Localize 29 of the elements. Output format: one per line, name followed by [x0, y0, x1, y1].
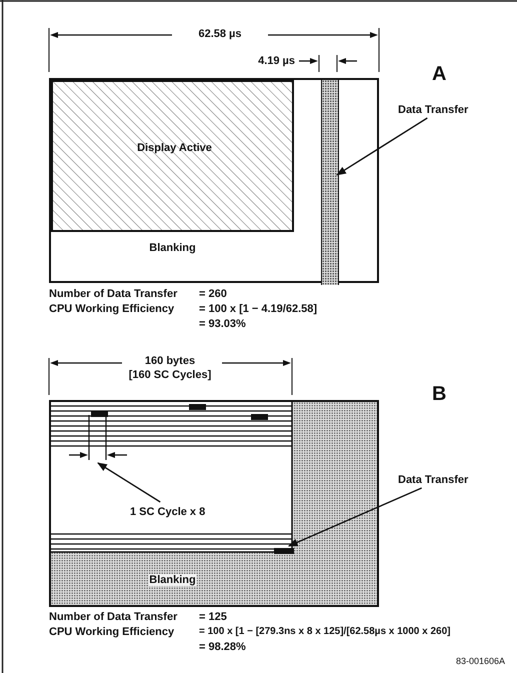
- callout-label: Data Transfer: [398, 104, 468, 116]
- annotation-text: = 260: [199, 288, 227, 302]
- annotation-text: = 100 x [1 − [279.3ns x 8 x 125]/[62.58µs x 1000 x 260]: [199, 626, 450, 638]
- annotation-text: CPU Working Efficiency: [49, 303, 174, 316]
- annotation-text: [160 SC Cycles]: [128, 369, 212, 382]
- annotation-text: = 100 x [1 − 4.19/62.58]: [199, 303, 318, 316]
- transfer-block: [274, 548, 294, 554]
- region-label: Blanking: [148, 242, 197, 254]
- leader-line: [336, 117, 428, 176]
- annotation-text: 83-001606A: [456, 656, 506, 667]
- annotation-text: 160 bytes: [144, 355, 196, 368]
- callout-label: Data Transfer: [398, 474, 468, 486]
- leader-line: [97, 462, 161, 503]
- callout-label: 1 SC Cycle x 8: [130, 506, 206, 518]
- screen-frame: [49, 78, 379, 283]
- annotation-text: Number of Data Transfer: [49, 288, 178, 302]
- transfer-stripe: [321, 80, 339, 285]
- annotation-text: 62.58 µs: [197, 28, 243, 42]
- leader-line: [288, 487, 422, 547]
- annotation-text: = 93.03%: [199, 318, 246, 332]
- annotation-text: 4.19 µs: [257, 55, 295, 68]
- annotation-text: Number of Data Transfer: [49, 611, 178, 624]
- region-label: Blanking: [148, 574, 197, 586]
- annotation-text: CPU Working Efficiency: [49, 626, 174, 640]
- annotation-text: = 125: [199, 611, 227, 624]
- annotation-text: = 98.28%: [199, 641, 246, 654]
- region-label: Display Active: [136, 142, 213, 154]
- panel-letter: B: [432, 382, 446, 406]
- panel-letter: A: [432, 62, 446, 86]
